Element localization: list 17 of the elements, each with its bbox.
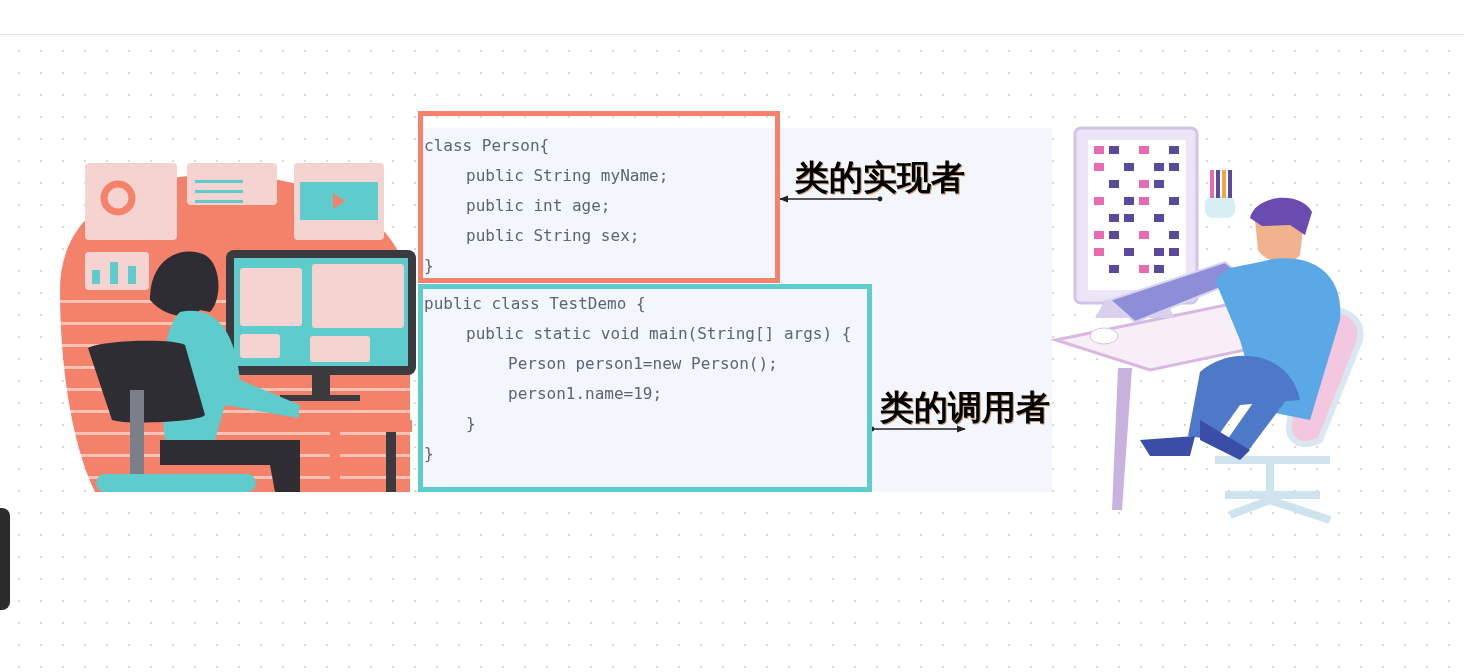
code-line: public String sex; <box>466 225 640 247</box>
code-line: public class TestDemo { <box>424 293 646 315</box>
leader-line <box>869 425 966 433</box>
code-line: } <box>424 443 434 465</box>
code-line: } <box>466 413 476 435</box>
code-line: public String myName; <box>466 165 669 187</box>
code-box <box>418 284 872 492</box>
annotation-label: 类的调用者 <box>878 387 1052 429</box>
code-line: } <box>424 255 434 277</box>
code-line: person1.name=19; <box>508 383 663 405</box>
code-line: public int age; <box>466 195 611 217</box>
annotation-label: 类的实现者 <box>793 157 967 199</box>
code-line: public static void main(String[] args) { <box>466 323 852 345</box>
leader-line <box>779 195 883 203</box>
code-line: Person person1=new Person(); <box>508 353 778 375</box>
code-line: class Person{ <box>424 135 550 157</box>
code-box <box>418 111 780 283</box>
